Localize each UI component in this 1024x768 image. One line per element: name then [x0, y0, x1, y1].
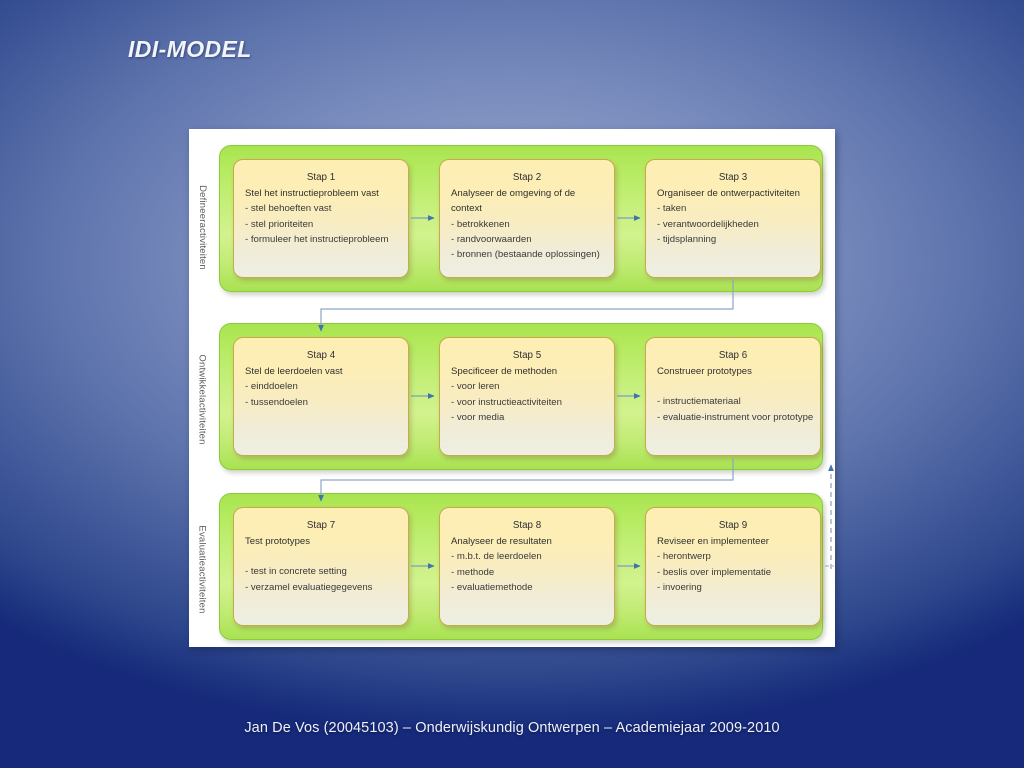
- list-item: - invoering: [657, 581, 702, 593]
- list-item: - randvoorwaarden: [451, 233, 532, 245]
- step-box-5[interactable]: Stap 5 Specificeer de methoden - voor le…: [439, 337, 615, 456]
- phase-label-develop-text: Ontwikkelactiviteiten: [196, 353, 208, 445]
- step-1-heading: Stel het instructieprobleem vast: [245, 188, 379, 200]
- step-5-bullets: - voor leren - voor instructieactiviteit…: [451, 379, 603, 425]
- step-1-bullets: - stel behoeften vast - stel prioriteite…: [245, 201, 397, 247]
- step-box-3[interactable]: Stap 3 Organiseer de ontwerpactiviteiten…: [645, 159, 821, 278]
- list-item: - stel behoeften vast: [245, 203, 332, 215]
- step-7-title: Stap 7: [306, 520, 336, 531]
- list-item: - herontwerp: [657, 551, 711, 563]
- list-item: - verantwoordelijkheden: [657, 218, 759, 230]
- step-4-title: Stap 4: [306, 350, 336, 361]
- phase-label-evaluate: Evaluatieactiviteiten: [189, 494, 215, 644]
- list-item: - verzamel evaluatiegegevens: [245, 581, 373, 593]
- step-box-4[interactable]: Stap 4 Stel de leerdoelen vast - einddoe…: [233, 337, 409, 456]
- phase-label-define: Defineeractiviteiten: [189, 147, 215, 307]
- list-item: - evaluatie-instrument voor prototype: [657, 411, 814, 423]
- step-9-title: Stap 9: [718, 520, 748, 531]
- list-item: - voor leren: [451, 381, 500, 393]
- list-item: - stel prioriteiten: [245, 218, 314, 230]
- phase-label-evaluate-text: Evaluatieactiviteiten: [196, 524, 208, 614]
- step-7-spacer: [245, 549, 397, 564]
- step-8-heading: Analyseer de resultaten: [451, 536, 552, 548]
- list-item: - tussendoelen: [245, 396, 308, 408]
- list-item: - einddoelen: [245, 381, 298, 393]
- phase-label-develop: Ontwikkelactiviteiten: [189, 324, 215, 474]
- step-box-9[interactable]: Stap 9 Reviseer en implementeer - heront…: [645, 507, 821, 626]
- list-item: - taken: [657, 203, 687, 215]
- step-9-heading: Reviseer en implementeer: [657, 536, 769, 548]
- step-box-8[interactable]: Stap 8 Analyseer de resultaten - m.b.t. …: [439, 507, 615, 626]
- step-1-title: Stap 1: [306, 172, 336, 183]
- step-4-bullets: - einddoelen - tussendoelen: [245, 379, 397, 409]
- list-item: - tijdsplanning: [657, 233, 717, 245]
- step-2-title: Stap 2: [512, 172, 542, 183]
- page-title: IDI-MODEL: [128, 36, 252, 62]
- step-5-heading: Specificeer de methoden: [451, 366, 558, 378]
- step-3-bullets: - taken - verantwoordelijkheden - tijdsp…: [657, 201, 809, 247]
- list-item: - methode: [451, 566, 495, 578]
- step-6-title: Stap 6: [718, 350, 748, 361]
- step-box-2[interactable]: Stap 2 Analyseer de omgeving of de conte…: [439, 159, 615, 278]
- list-item: - formuleer het instructieprobleem: [245, 233, 389, 245]
- step-4-heading: Stel de leerdoelen vast: [245, 366, 343, 378]
- phase-label-define-text: Defineeractiviteiten: [196, 184, 208, 270]
- list-item: - bronnen (bestaande oplossingen): [451, 249, 600, 261]
- step-2-heading: Analyseer de omgeving of de context: [451, 188, 576, 215]
- list-item: - test in concrete setting: [245, 566, 347, 578]
- list-item: - betrokkenen: [451, 218, 510, 230]
- step-6-spacer: [657, 379, 809, 394]
- step-6-heading: Construeer prototypes: [657, 366, 752, 378]
- list-item: - instructiemateriaal: [657, 396, 741, 408]
- slide-footer: Jan De Vos (20045103) – Onderwijskundig …: [244, 720, 780, 736]
- step-7-heading: Test prototypes: [245, 536, 311, 548]
- step-box-1[interactable]: Stap 1 Stel het instructieprobleem vast …: [233, 159, 409, 278]
- step-box-6[interactable]: Stap 6 Construeer prototypes - instructi…: [645, 337, 821, 456]
- step-8-title: Stap 8: [512, 520, 542, 531]
- step-3-title: Stap 3: [718, 172, 748, 183]
- step-8-bullets: - m.b.t. de leerdoelen - methode - evalu…: [451, 549, 603, 595]
- list-item: - beslis over implementatie: [657, 566, 772, 578]
- idi-model-diagram: Defineeractiviteiten Ontwikkelactiviteit…: [189, 129, 835, 647]
- step-6-bullets: - instructiemateriaal - evaluatie-instru…: [657, 394, 814, 424]
- list-item: - voor instructieactiviteiten: [451, 396, 562, 408]
- step-5-title: Stap 5: [512, 350, 542, 361]
- step-box-7[interactable]: Stap 7 Test prototypes - test in concret…: [233, 507, 409, 626]
- step-7-bullets: - test in concrete setting - verzamel ev…: [245, 564, 397, 594]
- step-9-bullets: - herontwerp - beslis over implementatie…: [657, 549, 809, 595]
- step-3-heading: Organiseer de ontwerpactiviteiten: [657, 188, 800, 200]
- list-item: - m.b.t. de leerdoelen: [451, 551, 542, 563]
- step-2-bullets: - betrokkenen - randvoorwaarden - bronne…: [451, 217, 603, 263]
- list-item: - voor media: [451, 411, 505, 423]
- list-item: - evaluatiemethode: [451, 581, 533, 593]
